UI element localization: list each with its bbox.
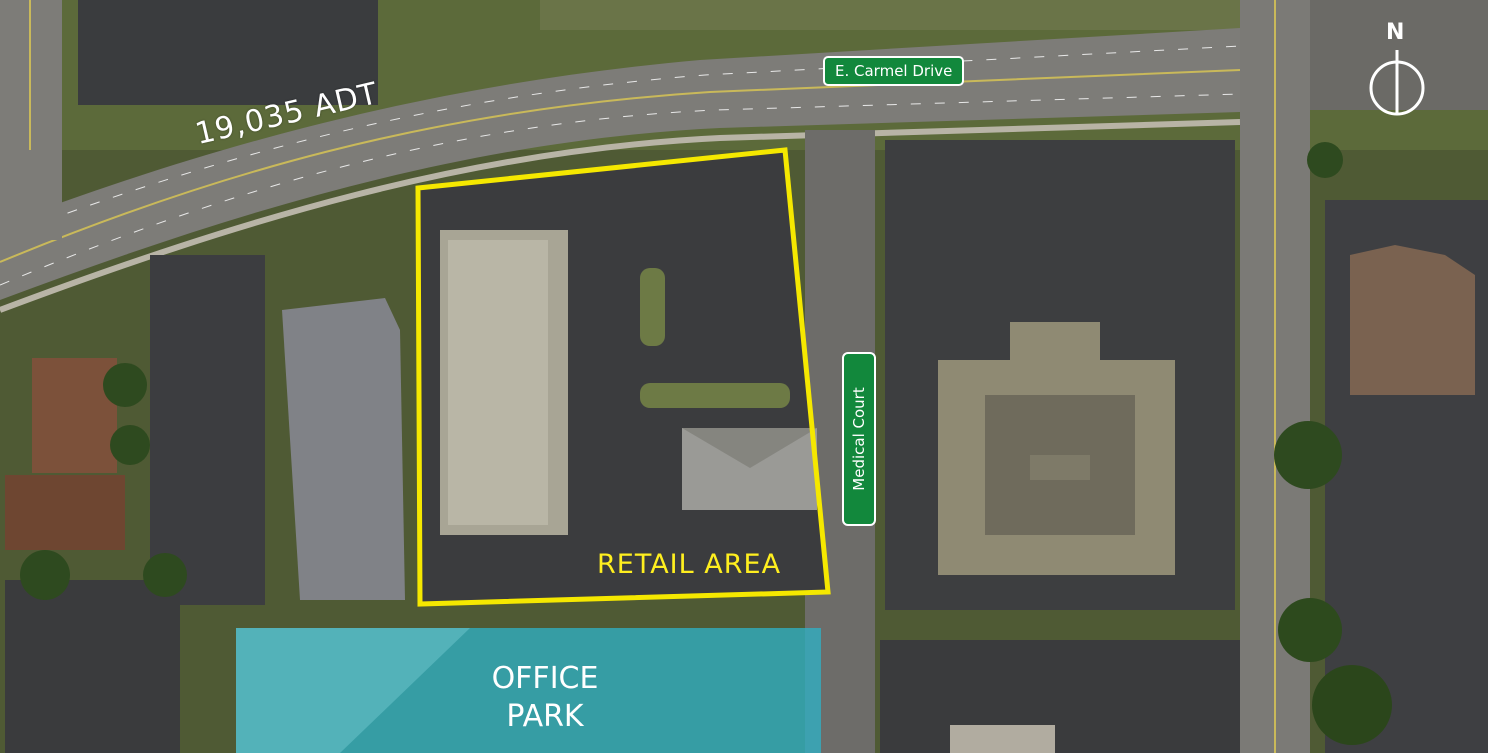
retail-area-label: RETAIL AREA <box>597 549 782 580</box>
office-park-label-line2: PARK <box>506 699 584 734</box>
street-sign-medical-court: Medical Court <box>842 352 876 526</box>
street-sign-medical-court-text: Medical Court <box>850 387 868 491</box>
street-sign-e-carmel-drive: E. Carmel Drive <box>823 56 965 86</box>
office-park-overlay <box>236 628 821 753</box>
north-arrow-icon <box>1369 50 1425 116</box>
retail-area-outline <box>415 147 831 607</box>
north-label: N <box>1386 20 1405 45</box>
office-park-label-line1: OFFICE <box>491 661 599 696</box>
